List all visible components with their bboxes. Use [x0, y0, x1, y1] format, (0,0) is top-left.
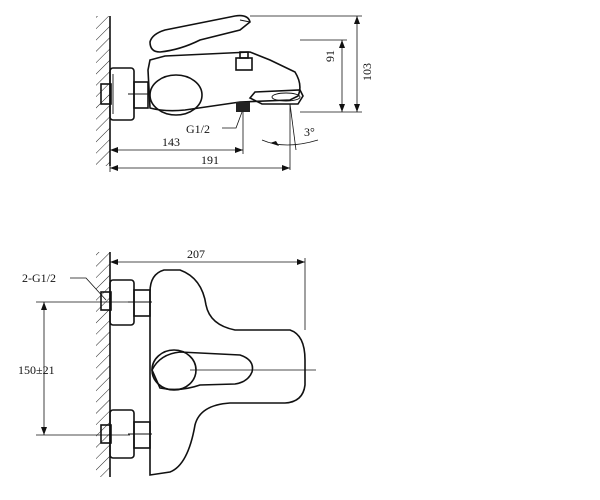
dim-angle: 3°: [304, 125, 315, 139]
diverter-knob: [149, 74, 203, 116]
dim-width: 207: [187, 247, 205, 261]
spout: [248, 89, 304, 105]
mixer-body-front: [149, 269, 306, 476]
dim-length-inner: 143: [162, 135, 180, 149]
lever-handle: [149, 14, 251, 53]
dim-length-outer: 191: [201, 153, 219, 167]
front-view: 2-G1/2 207 150±21: [18, 247, 316, 477]
dim-height-outer: 103: [360, 63, 374, 81]
hose-outlet: [235, 57, 253, 71]
flange-nut: [100, 83, 112, 105]
wall-hatch-bottom: [96, 252, 110, 477]
thread-connector: [236, 102, 250, 112]
dim-height-inner: 91: [323, 50, 337, 62]
dim-thread: G1/2: [186, 122, 210, 136]
mixer-body: [147, 51, 301, 112]
lever-handle-front: [151, 351, 254, 391]
wall-hatch-top: [96, 16, 110, 166]
side-view: 91 103 G1/2 3° 143 191: [96, 14, 374, 172]
dim-spacing: 150±21: [18, 363, 55, 377]
top-flange: [109, 279, 135, 326]
dim-thread-label: 2-G1/2: [22, 271, 56, 285]
